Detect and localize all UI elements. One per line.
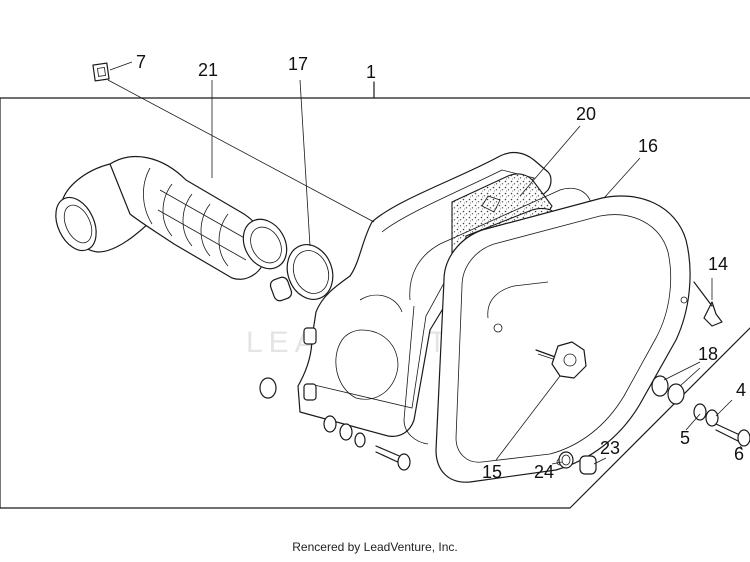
callout-numbers: 7 21 17 1 20 16 14 18 4 5 6 23 24 15 [136,52,746,482]
callout-7: 7 [136,52,146,72]
callout-15: 15 [482,462,502,482]
drain-plug-part-23[interactable] [579,455,597,475]
callout-4: 4 [736,380,746,400]
callout-5: 5 [680,428,690,448]
clamp-part-24[interactable] [558,451,574,469]
screw-part-14[interactable] [693,281,723,327]
air-box-cover[interactable] [435,195,691,483]
callout-16: 16 [638,136,658,156]
callout-1: 1 [366,62,376,82]
housing-fastener-set[interactable] [259,377,411,471]
leader-lines [107,61,743,465]
callout-20: 20 [576,104,596,124]
grommet-part-18[interactable] [651,375,685,405]
hose-clamp-part-17[interactable] [269,238,340,306]
callout-14: 14 [708,254,728,274]
washer-part-5[interactable] [693,403,719,427]
callout-23: 23 [600,438,620,458]
callout-21: 21 [198,60,218,80]
knob-screw-part-15[interactable] [535,341,587,379]
callout-17: 17 [288,54,308,74]
callout-18: 18 [698,344,718,364]
bolt-part-6[interactable] [715,423,750,447]
callout-24: 24 [534,462,554,482]
footer-credit: Rencered by LeadVenture, Inc. [292,540,458,554]
clip-part-7[interactable] [92,62,110,82]
exploded-parts-diagram: LEADVENTURE [0,52,750,509]
callout-6: 6 [734,444,744,464]
assembly-frame [0,81,750,509]
intake-duct-part-21[interactable] [48,156,295,280]
